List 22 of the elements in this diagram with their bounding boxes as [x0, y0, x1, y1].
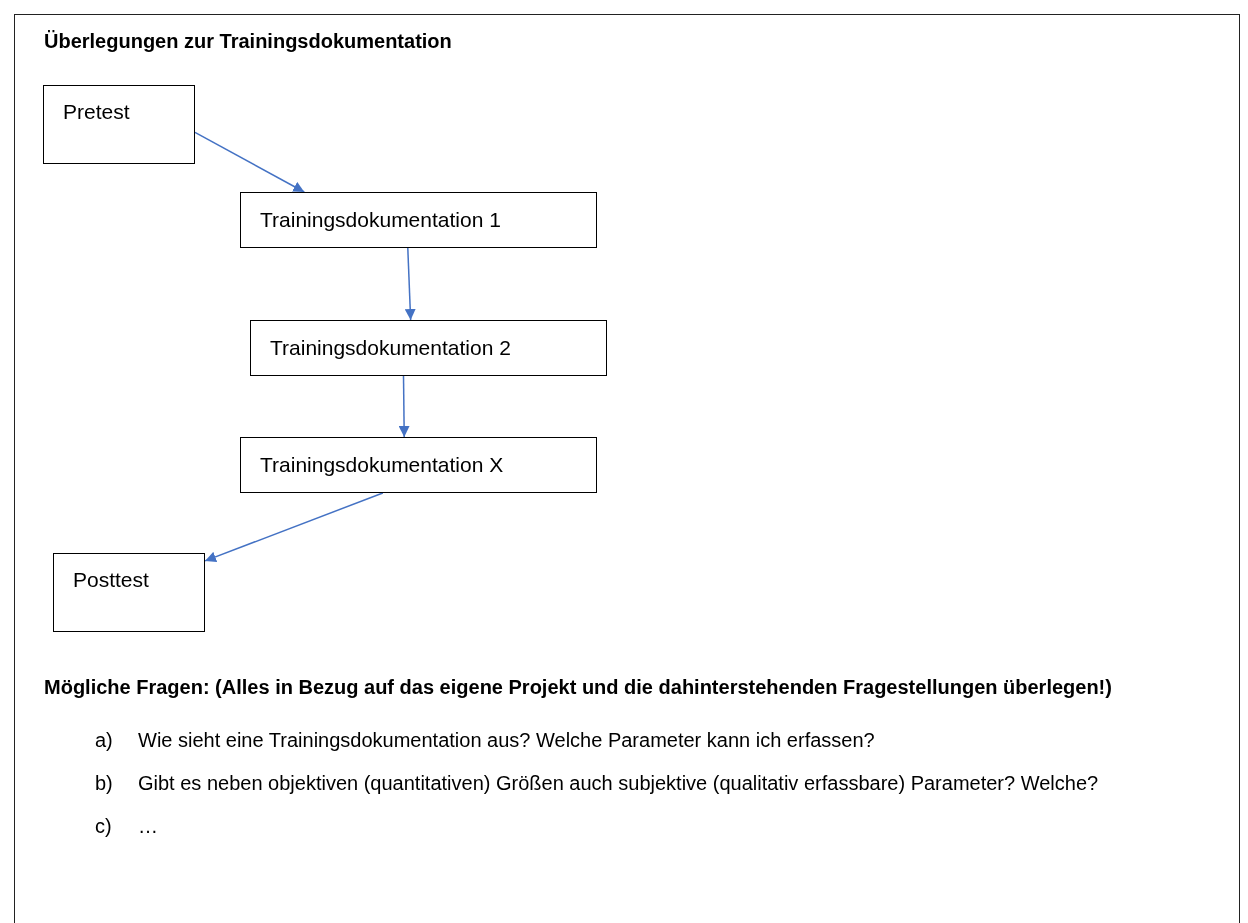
box-label: Posttest: [73, 568, 149, 592]
process-box: [43, 85, 195, 164]
list-item: Gibt es neben objektiven (quantitativen) Größen auch subjektive (qualitativ erfassbare) Parameter? Welche?: [138, 771, 1100, 796]
box-label: Trainingsdokumentation 2: [270, 336, 511, 360]
process-box: [53, 553, 205, 632]
arrow: [204, 492, 384, 563]
box-label: Trainingsdokumentation X: [260, 453, 504, 477]
list-marker: b): [95, 771, 114, 796]
list-item: Wie sieht eine Trainingsdokumentation aus? Welche Parameter kann ich erfassen?: [138, 728, 876, 753]
box-label: Pretest: [63, 100, 130, 124]
arrow: [398, 375, 410, 438]
arrow: [194, 131, 305, 193]
process-box: [250, 320, 607, 376]
list-item: …: [138, 814, 159, 839]
box-label: Trainingsdokumentation 1: [260, 208, 501, 232]
process-box: [240, 192, 597, 248]
arrow: [404, 247, 416, 321]
list-marker: a): [95, 728, 114, 753]
process-box: [240, 437, 597, 493]
title: Überlegungen zur Trainingsdokumentation: [44, 30, 452, 53]
section-heading: Mögliche Fragen: (Alles in Bezug auf das eigene Projekt und die dahinterstehenden Fragestellungen überlegen!): [44, 675, 1113, 700]
list-marker: c): [95, 814, 113, 839]
